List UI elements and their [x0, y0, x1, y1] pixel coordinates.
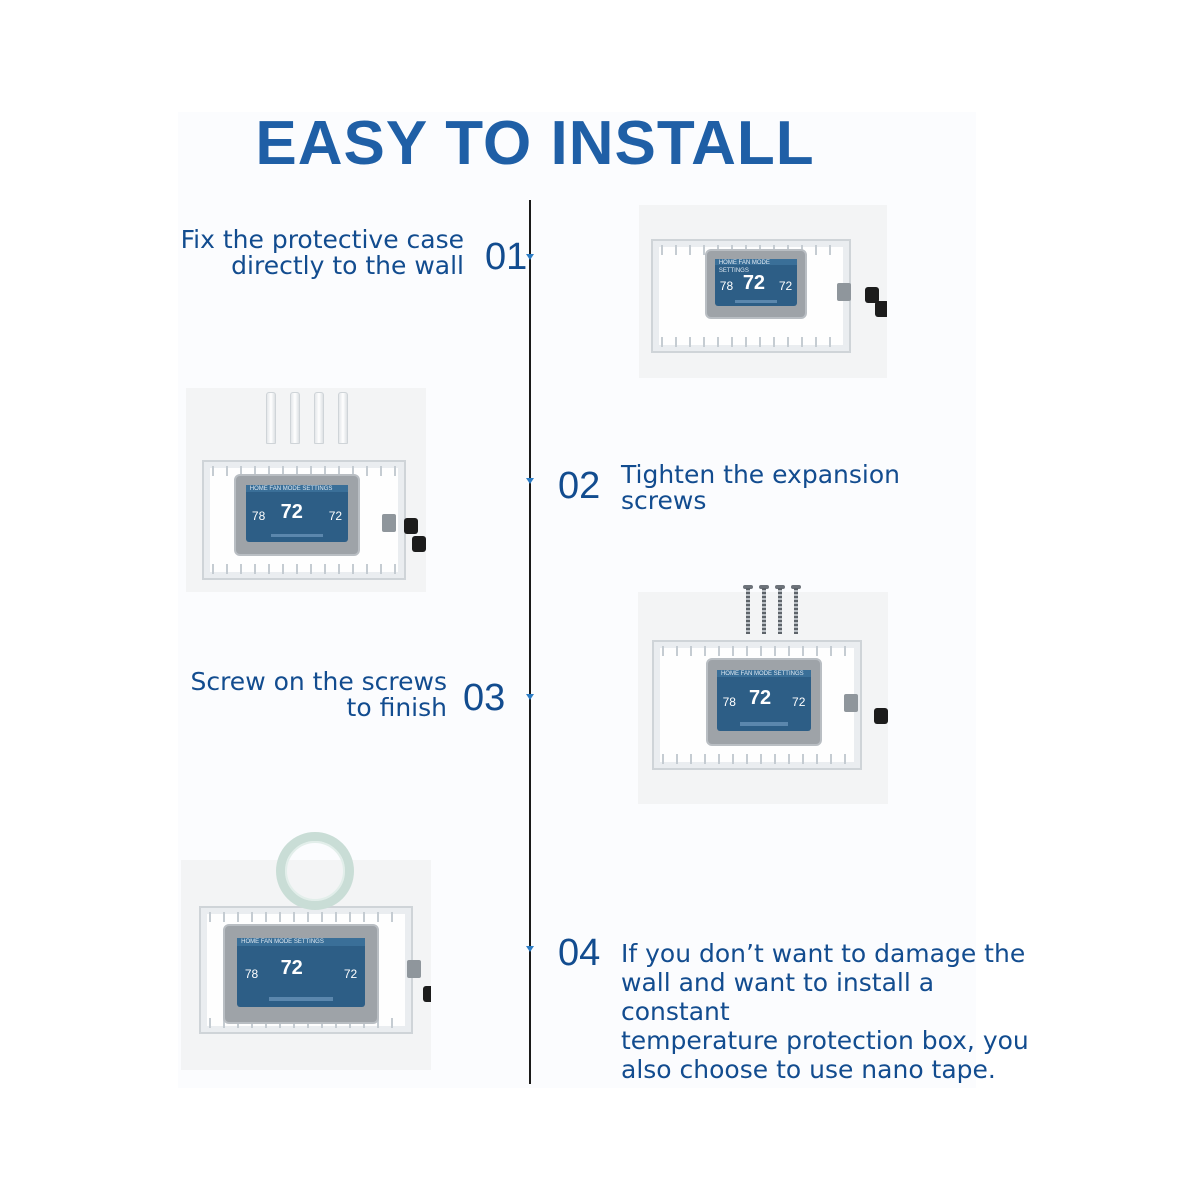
- key-icon: [874, 708, 888, 724]
- key-icon: [875, 301, 887, 317]
- step-01-line1: Fix the protective case: [180, 225, 464, 254]
- screw-icon: [759, 585, 769, 589]
- step-02-line2: screws: [621, 486, 707, 515]
- outdoor-temp: 72: [343, 966, 358, 981]
- key-icon: [423, 986, 431, 1002]
- lock-icon: [407, 960, 421, 978]
- screw-icon: [743, 585, 753, 589]
- setpoint-temp: 72: [742, 272, 766, 295]
- timeline-line: [529, 200, 531, 1084]
- lock-icon: [837, 283, 851, 301]
- expansion-anchor-icon: [266, 392, 276, 444]
- page-title: EASY TO INSTALL: [255, 109, 815, 178]
- step-03-text: Screw on the screws to finish: [150, 669, 447, 721]
- step-04-line3: temperature protection box, you: [621, 1026, 1029, 1055]
- setpoint-temp: 72: [748, 687, 772, 709]
- screw-icon: [778, 588, 782, 634]
- step-03-line1: Screw on the screws: [190, 667, 447, 696]
- expansion-anchor-icon: [314, 392, 324, 444]
- screw-icon: [794, 588, 798, 634]
- lock-icon: [844, 694, 858, 712]
- indoor-temp: 78: [719, 278, 734, 293]
- nano-tape-icon: [276, 832, 354, 910]
- expansion-anchor-icon: [338, 392, 348, 444]
- outdoor-temp: 72: [778, 278, 793, 293]
- outdoor-temp: 72: [792, 695, 806, 710]
- thermostat-menu: HOME FAN MODE SETTINGS: [716, 670, 812, 678]
- step-02-text: Tighten the expansion screws: [621, 462, 981, 514]
- screw-icon: [746, 588, 750, 634]
- photo-step-04: HOME FAN MODE SETTINGS 78 72 72: [181, 860, 431, 1070]
- lock-icon: [382, 514, 396, 532]
- step-04-number: 04: [558, 932, 601, 974]
- thermostat-menu: HOME FAN MODE SETTINGS: [237, 937, 365, 946]
- timeline-marker-03: [526, 694, 534, 700]
- step-02-number: 02: [558, 465, 601, 507]
- setpoint-temp: 72: [280, 501, 303, 524]
- step-03-line2: to finish: [346, 693, 447, 722]
- step-03-number: 03: [463, 677, 506, 719]
- timeline-marker-04: [526, 946, 534, 952]
- thermostat-image: HOME FAN MODE SETTINGS 78 72 72: [223, 924, 379, 1024]
- outdoor-temp: 72: [328, 508, 343, 523]
- photo-step-02: HOME FAN MODE SETTINGS 78 72 72: [186, 388, 426, 592]
- key-icon: [404, 518, 418, 534]
- thermostat-image: HOME FAN MODE SETTINGS 78 72 72: [706, 658, 822, 746]
- key-icon: [865, 287, 879, 303]
- thermostat-image: HOME FAN MODE SETTINGS 78 72 72: [234, 474, 360, 556]
- thermostat-image: HOME FAN MODE SETTINGS 78 72 72: [705, 249, 807, 319]
- setpoint-temp: 72: [280, 956, 303, 979]
- screw-icon: [775, 585, 785, 589]
- indoor-temp: 78: [251, 508, 266, 523]
- step-01-text: Fix the protective case directly to the …: [150, 227, 464, 279]
- step-04-line4: also choose to use nano tape.: [621, 1055, 996, 1084]
- screw-icon: [791, 585, 801, 589]
- photo-step-01: HOME FAN MODE SETTINGS 78 72 72: [639, 205, 887, 378]
- step-04-text: If you don’t want to damage the wall and…: [621, 939, 1041, 1084]
- thermostat-menu: HOME FAN MODE SETTINGS: [714, 258, 798, 274]
- thermostat-menu: HOME FAN MODE SETTINGS: [245, 485, 349, 492]
- step-02-line1: Tighten the expansion: [621, 460, 900, 489]
- step-01-number: 01: [485, 236, 528, 278]
- step-01-line2: directly to the wall: [231, 251, 464, 280]
- timeline-marker-01: [526, 254, 534, 260]
- timeline-marker-02: [526, 478, 534, 484]
- key-icon: [412, 536, 426, 552]
- screw-icon: [762, 588, 766, 634]
- indoor-temp: 78: [244, 966, 259, 981]
- expansion-anchor-icon: [290, 392, 300, 444]
- step-04-line2: wall and want to install a constant: [621, 968, 935, 1026]
- indoor-temp: 78: [722, 695, 736, 710]
- step-04-line1: If you don’t want to damage the: [621, 939, 1026, 968]
